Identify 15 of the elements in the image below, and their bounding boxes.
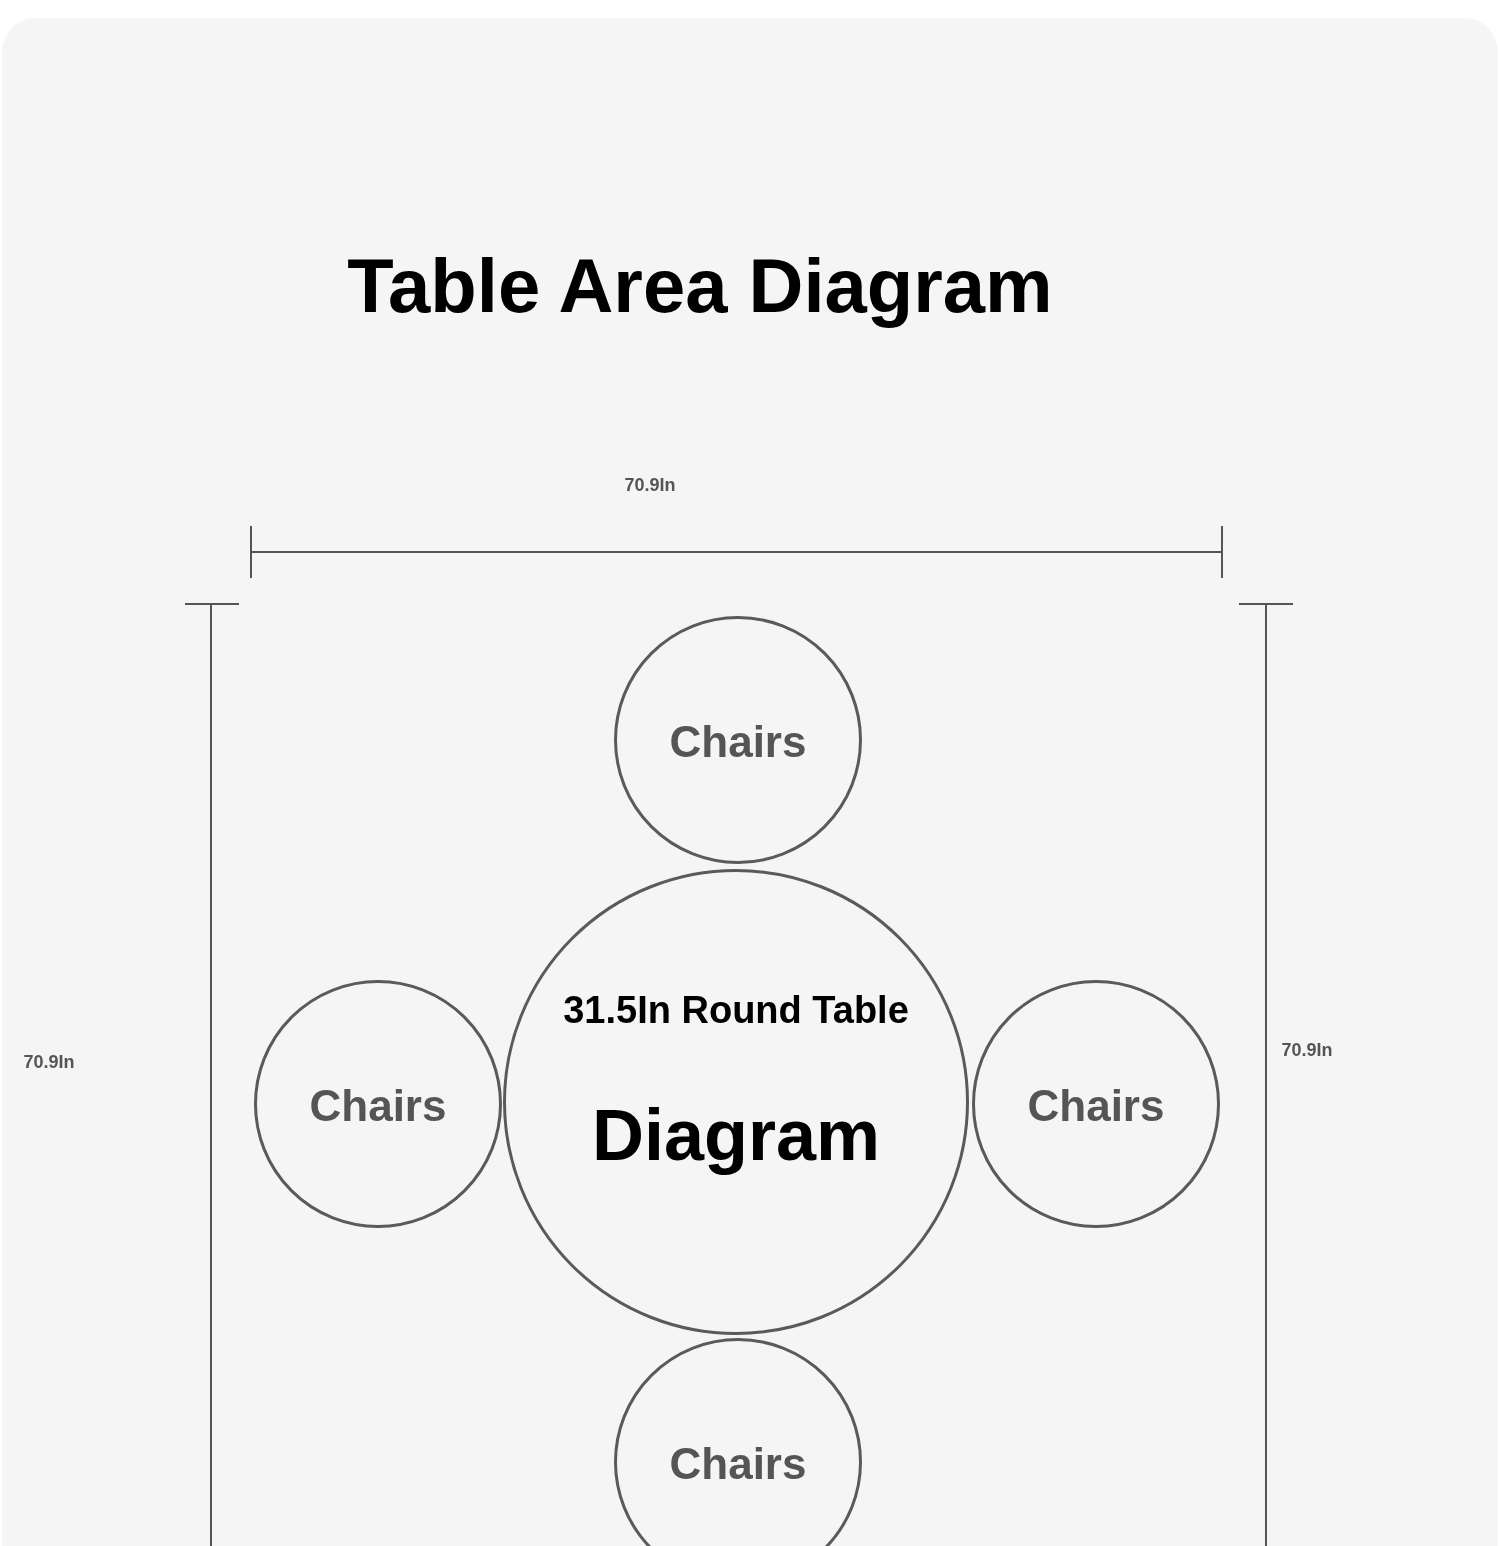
dimension-label: 70.9In — [23, 1052, 75, 1073]
chair-label: Chairs — [668, 716, 808, 767]
chair-label: Chairs — [1026, 1080, 1166, 1131]
chair-circle — [972, 980, 1220, 1228]
dimension-label: 70.9In — [624, 475, 676, 496]
dimension-label: 70.9In — [1281, 1040, 1333, 1061]
chair-label: Chairs — [668, 1438, 808, 1489]
table-size-label: 31.5In Round Table — [562, 989, 910, 1032]
table-circle — [503, 869, 969, 1335]
diagram-title: Table Area Diagram — [346, 242, 1054, 329]
chair-label: Chairs — [308, 1080, 448, 1131]
chair-circle — [614, 616, 862, 864]
table-label: Diagram — [590, 1094, 882, 1177]
chair-circle — [254, 980, 502, 1228]
chair-circle — [614, 1338, 862, 1546]
